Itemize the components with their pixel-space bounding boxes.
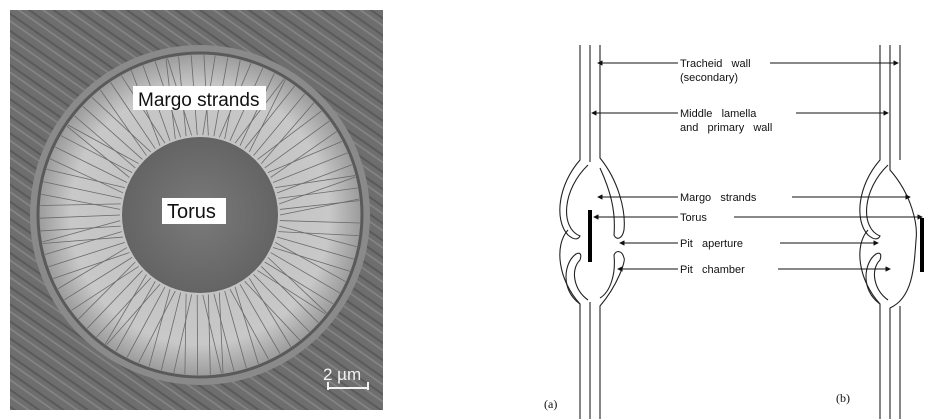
margo-label-text: Margo strands [138, 90, 259, 111]
panel-a-label: (a) [544, 397, 557, 411]
pit-membrane-micrograph: Margo strands Torus 2 µm [10, 10, 383, 410]
bordered-pit-diagram: Tracheid wall (secondary) Middle lamella… [540, 40, 930, 419]
torus-label-text: Torus [167, 201, 216, 223]
scale-bar-label: 2 µm [323, 365, 361, 384]
torus-label: Torus [680, 212, 707, 224]
tracheid-wall-label: Tracheid wall [680, 58, 751, 70]
panel-b-walls [860, 45, 922, 419]
panel-a-walls [560, 45, 624, 419]
margo-label: Margo strands [133, 86, 266, 111]
pit-chamber-label: Pit chamber [680, 264, 745, 276]
torus-label: Torus [162, 198, 226, 224]
panel-b-label: (b) [836, 391, 850, 405]
margo-strands-label: Margo strands [680, 192, 757, 204]
middle-lamella-label: Middle lamella [680, 108, 757, 120]
pit-aperture-label: Pit aperture [680, 238, 743, 250]
tracheid-wall-sublabel: (secondary) [680, 72, 738, 84]
middle-lamella-sublabel: and primary wall [680, 122, 772, 134]
